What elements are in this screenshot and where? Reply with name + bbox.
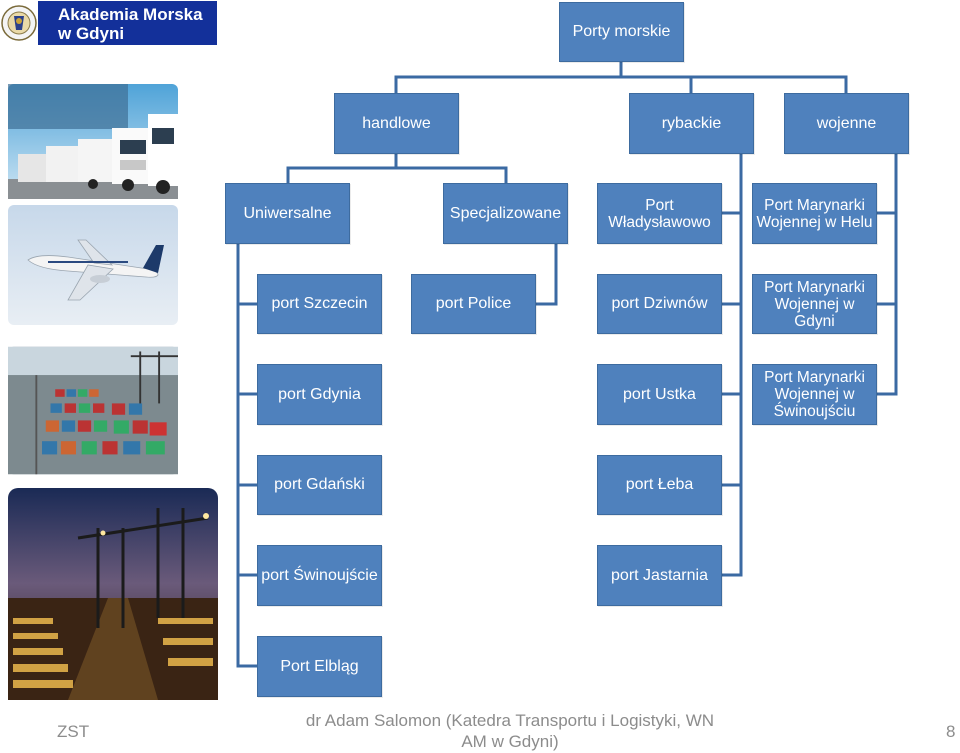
node-specjalizowane: Specjalizowane <box>443 183 568 244</box>
node-port-dziwnow: port Dziwnów <box>597 274 722 334</box>
node-rybackie: rybackie <box>629 93 754 154</box>
footer-left-label: ZST <box>57 722 90 741</box>
node-handlowe: handlowe <box>334 93 459 154</box>
node-port-elblag: Port Elbląg <box>257 636 382 697</box>
trucks-photo <box>8 84 178 199</box>
node-port-jastarnia: port Jastarnia <box>597 545 722 606</box>
airplane-photo <box>8 205 178 325</box>
node-pmw-gdynia: Port Marynarki Wojennej w Gdyni <box>752 274 877 334</box>
logo-seal-icon <box>0 0 38 46</box>
logo-banner: Akademia Morska w Gdyni <box>38 1 217 45</box>
node-port-swinoujscie: port Świnoujście <box>257 545 382 606</box>
node-wojenne: wojenne <box>784 93 909 154</box>
node-port-szczecin: port Szczecin <box>257 274 382 334</box>
node-root: Porty morskie <box>559 2 684 62</box>
node-port-leba: port Łeba <box>597 455 722 515</box>
node-port-wladyslawowo: Port Władysławowo <box>597 183 722 244</box>
node-port-gdynia: port Gdynia <box>257 364 382 425</box>
node-pmw-hel: Port Marynarki Wojennej w Helu <box>752 183 877 244</box>
page-number: 8 <box>946 722 956 741</box>
node-pmw-swinoujscie: Port Marynarki Wojennej w Świnoujściu <box>752 364 877 425</box>
logo: Akademia Morska w Gdyni <box>0 0 217 46</box>
logo-text-line2: w Gdyni <box>58 24 125 43</box>
footer-author: dr Adam Salomon (Katedra Transportu i Lo… <box>305 711 715 751</box>
node-port-gdanski: port Gdański <box>257 455 382 515</box>
node-uniwersalne: Uniwersalne <box>225 183 350 244</box>
node-port-police: port Police <box>411 274 536 334</box>
node-port-ustka: port Ustka <box>597 364 722 425</box>
logo-text-line1: Akademia Morska <box>58 5 203 24</box>
container-terminal-photo <box>8 346 178 475</box>
night-port-photo <box>8 488 218 700</box>
